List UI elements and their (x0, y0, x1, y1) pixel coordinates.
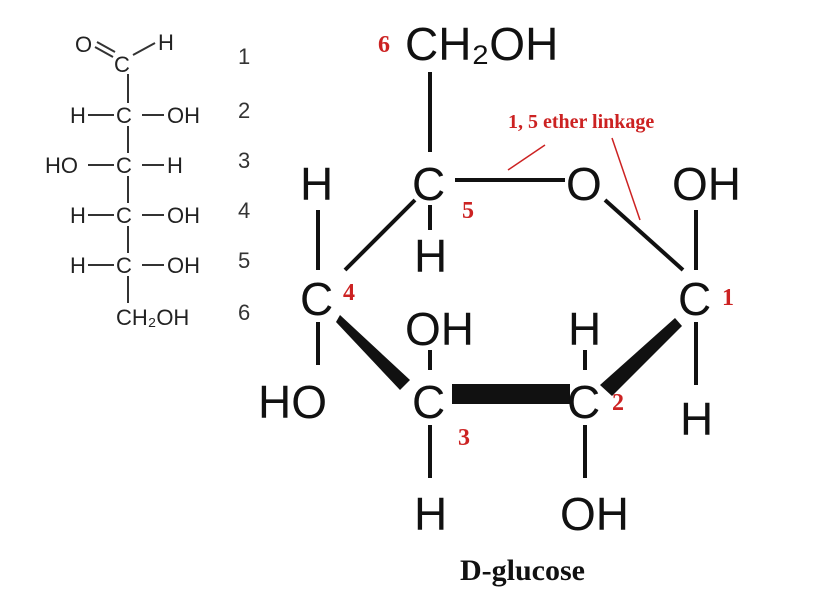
fischer-num-4: 4 (238, 198, 250, 223)
c4-number: 4 (343, 280, 355, 306)
c4-h: H (300, 158, 333, 210)
fischer-row3-left: HO (45, 153, 78, 178)
c5-atom: C (412, 158, 445, 210)
fischer-row4-right: OH (167, 203, 200, 228)
c6-group: CH₂OH (405, 18, 558, 70)
fischer-aldehyde-oxygen: O (75, 32, 92, 57)
fischer-c1: C (114, 52, 130, 77)
fischer-row5-right: OH (167, 253, 200, 278)
linkage-pointer-left (507, 144, 546, 171)
c1-number: 1 (722, 285, 734, 311)
fischer-row3-right: H (167, 153, 183, 178)
caption: D-glucose (460, 554, 585, 587)
fischer-num-1: 1 (238, 44, 250, 69)
c3-oh: OH (405, 303, 474, 355)
c2-atom: C (567, 376, 600, 428)
fischer-row4-c: C (116, 203, 132, 228)
fischer-row3-c: C (116, 153, 132, 178)
fischer-row5-c: C (116, 253, 132, 278)
c3-atom: C (412, 376, 445, 428)
c1-oh: OH (672, 158, 741, 210)
fischer-num-3: 3 (238, 148, 250, 173)
fischer-double-bond-a (96, 41, 116, 53)
c5-c4-bond (343, 198, 417, 272)
c2-h: H (568, 303, 601, 355)
c5-h: H (414, 230, 447, 282)
fischer-row5-left: H (70, 253, 86, 278)
c3-number: 3 (458, 425, 470, 451)
c3-h: H (414, 488, 447, 540)
fischer-row2-right: OH (167, 103, 200, 128)
fischer-row2-left: H (70, 103, 86, 128)
c3-c2-bold-bond (452, 384, 570, 404)
fischer-num-2: 2 (238, 98, 250, 123)
c2-oh: OH (560, 488, 629, 540)
c4-ho: HO (258, 376, 327, 428)
ether-linkage-label: 1, 5 ether linkage (508, 111, 654, 133)
c4-atom: C (300, 273, 333, 325)
c5-number: 5 (462, 198, 474, 224)
fischer-double-bond-b (94, 46, 114, 58)
haworth-projection: 6 CH₂OH 1, 5 ether linkage C 5 H O H C 4… (258, 18, 741, 540)
o-c1-bond (603, 198, 685, 272)
c2-c1-wedge (600, 318, 682, 396)
c6-number: 6 (378, 32, 390, 58)
fischer-aldehyde-h: H (158, 30, 174, 55)
fischer-row4-left: H (70, 203, 86, 228)
c4-c3-wedge (336, 315, 410, 390)
fischer-projection: O H C 1 H C OH 2 HO C H 3 H C OH 4 H (45, 30, 250, 330)
fischer-row2-c: C (116, 103, 132, 128)
fischer-num-6: 6 (238, 300, 250, 325)
fischer-c6: CH₂OH (116, 305, 189, 330)
linkage-pointer-right (611, 137, 641, 221)
c1-atom: C (678, 273, 711, 325)
fischer-num-5: 5 (238, 248, 250, 273)
c2-number: 2 (612, 390, 624, 416)
ring-oxygen: O (566, 158, 602, 210)
fischer-bond-c1-h (132, 42, 156, 56)
c1-h: H (680, 393, 713, 445)
